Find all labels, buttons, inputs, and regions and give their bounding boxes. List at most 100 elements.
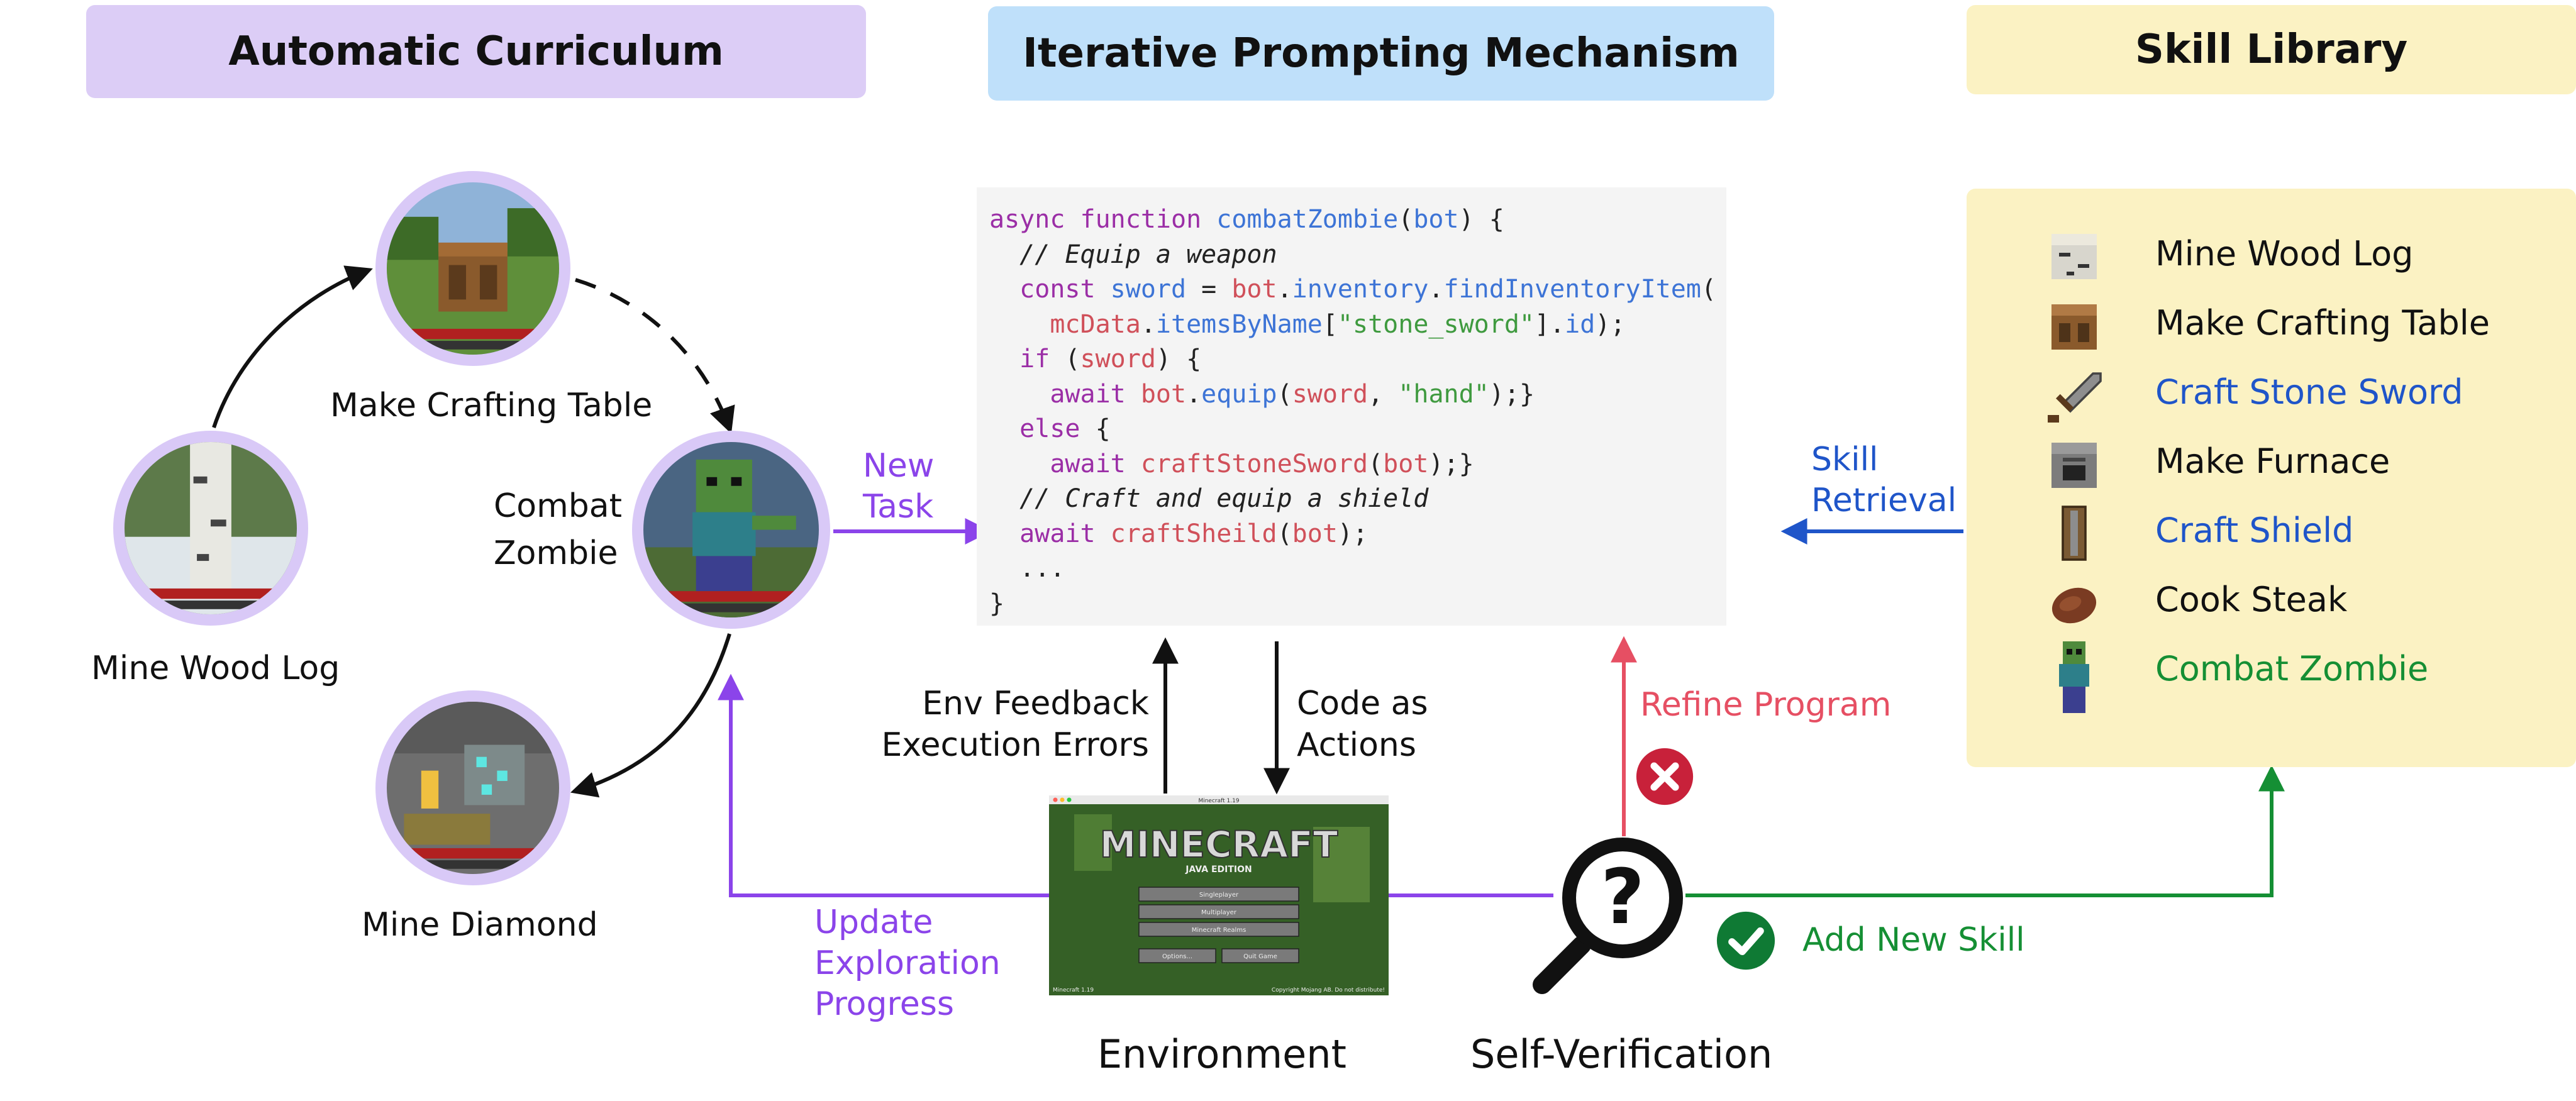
- magnifier-question-icon: ?: [1533, 838, 1683, 994]
- code-token: .: [1186, 379, 1202, 409]
- code-token: bot: [1413, 205, 1459, 234]
- code-token: .: [1277, 275, 1292, 304]
- shield-icon: [2044, 503, 2104, 563]
- code-token: =: [1186, 275, 1232, 304]
- code-token: "stone_sword": [1337, 309, 1535, 339]
- mine-diamond-node: [375, 690, 570, 885]
- code-line-2: // Equip a weapon: [989, 240, 1277, 269]
- update-progress-label-3: Progress: [814, 985, 954, 1023]
- code-line-4: mcData.itemsByName["stone_sword"].id);: [989, 309, 1626, 339]
- code-token: inventory: [1292, 275, 1429, 304]
- mine-diamond-scene: [387, 702, 559, 874]
- code-token: findInventoryItem: [1443, 275, 1701, 304]
- code-token: ,: [1368, 379, 1399, 409]
- copyright-text: Copyright Mojang AB. Do not distribute!: [1272, 987, 1385, 993]
- code-token: craftSheild: [1110, 519, 1277, 548]
- arrow-table-to-zombie: [575, 278, 735, 434]
- arrow-wood-to-table: [212, 265, 373, 428]
- code-block: async function combatZombie(bot) { // Eq…: [977, 187, 1726, 626]
- code-token: .: [1140, 309, 1156, 339]
- update-progress-label-1: Update: [814, 904, 933, 941]
- skill-library-header: Skill Library: [1967, 5, 2576, 94]
- code-token: if: [989, 345, 1065, 373]
- code-token: await: [989, 519, 1111, 548]
- code-token: bot: [1140, 379, 1187, 409]
- code-token: ].: [1535, 309, 1565, 339]
- refine-program-label: Refine Program: [1640, 686, 1892, 724]
- code-as-actions-label-2: Actions: [1297, 726, 1416, 764]
- code-token: equip: [1201, 379, 1277, 409]
- mine-wood-log-scene: [125, 442, 297, 614]
- self-verification-label: Self-Verification: [1470, 1031, 1773, 1077]
- code-token: id: [1565, 309, 1596, 339]
- code-line-3: const sword = bot.inventory.findInventor…: [989, 275, 1716, 304]
- code-token: ) {: [1458, 205, 1504, 234]
- code-token: .: [1428, 275, 1444, 304]
- env-feedback-label-2: Execution Errors: [881, 726, 1149, 764]
- code-line-5: if (sword) {: [989, 345, 1201, 373]
- menu-button: Minecraft Realms: [1192, 927, 1246, 934]
- code-token: combatZombie: [1216, 205, 1399, 234]
- code-line-8: await craftStoneSword(bot);}: [989, 450, 1474, 479]
- code-token: craftStoneSword: [1140, 449, 1368, 479]
- minecraft-title-screen: Minecraft 1.19 MINECRAFT JAVA EDITION Si…: [1049, 795, 1389, 995]
- header-label: Automatic Curriculum: [228, 28, 724, 75]
- combat-zombie-node: [632, 431, 830, 629]
- code-as-actions-label-1: Code as: [1297, 685, 1428, 722]
- code-token: (: [1398, 205, 1414, 234]
- combat-zombie-label-1: Combat: [494, 487, 623, 525]
- code-token: [989, 310, 1050, 339]
- code-token: );: [1595, 309, 1626, 339]
- code-token: {: [1095, 414, 1111, 443]
- code-line-1: async function combatZombie(bot) {: [989, 205, 1504, 234]
- code-text: async function combatZombie(bot) { // Eq…: [977, 187, 1726, 636]
- header-label: Iterative Prompting Mechanism: [1023, 30, 1740, 77]
- x-circle-icon: [1636, 748, 1694, 805]
- game-subtitle: JAVA EDITION: [1185, 865, 1252, 875]
- code-token: bot: [1231, 275, 1277, 304]
- skill-retrieval-label-1: Skill: [1811, 441, 1879, 479]
- skill-retrieval-label-2: Retrieval: [1811, 482, 1957, 519]
- code-token: const: [989, 275, 1111, 304]
- stone-sword-icon: [2044, 366, 2104, 426]
- iterative-prompting-header: Iterative Prompting Mechanism: [988, 6, 1774, 101]
- code-token: sword: [1292, 379, 1368, 409]
- mine-wood-log-label: Mine Wood Log: [91, 650, 340, 687]
- environment-label: Environment: [1097, 1031, 1346, 1077]
- skill-craft-shield: Craft Shield: [2155, 511, 2354, 550]
- mine-wood-log-node: [113, 431, 308, 626]
- env-feedback-label-1: Env Feedback: [922, 685, 1149, 722]
- code-token: await: [989, 449, 1141, 479]
- code-token: mcData: [1050, 309, 1141, 339]
- code-line-12: }: [989, 589, 1005, 618]
- birch-log-icon: [2044, 226, 2104, 287]
- skill-make-crafting-table: Make Crafting Table: [2155, 303, 2490, 343]
- version-text: Minecraft 1.19: [1053, 987, 1094, 993]
- arrow-add-new-skill: [1685, 765, 2285, 897]
- code-token: );}: [1428, 449, 1474, 479]
- code-token: ) {: [1155, 345, 1202, 373]
- code-token: await: [989, 379, 1141, 409]
- code-line-11: ...: [989, 554, 1065, 583]
- code-token: bot: [1383, 449, 1429, 479]
- combat-zombie-label-2: Zombie: [494, 534, 618, 572]
- new-task-label-1: New: [863, 447, 935, 485]
- arrow-update-progress: [718, 673, 1049, 897]
- make-crafting-table-scene: [387, 182, 559, 355]
- code-token: (: [1065, 345, 1080, 373]
- update-progress-label-2: Exploration: [814, 944, 1001, 982]
- code-token: "hand": [1398, 379, 1489, 409]
- combat-zombie-scene: [643, 442, 819, 617]
- check-circle-icon: [1716, 911, 1775, 970]
- automatic-curriculum-header: Automatic Curriculum: [86, 5, 866, 98]
- make-crafting-table-node: [375, 171, 570, 366]
- add-new-skill-label: Add New Skill: [1802, 921, 2025, 959]
- skill-cook-steak: Cook Steak: [2155, 580, 2348, 619]
- code-token: (: [1277, 519, 1292, 548]
- header-label: Skill Library: [2135, 26, 2408, 73]
- code-token: (: [1701, 275, 1717, 304]
- menu-button: Quit Game: [1243, 953, 1277, 960]
- window-title: Minecraft 1.19: [1198, 798, 1239, 804]
